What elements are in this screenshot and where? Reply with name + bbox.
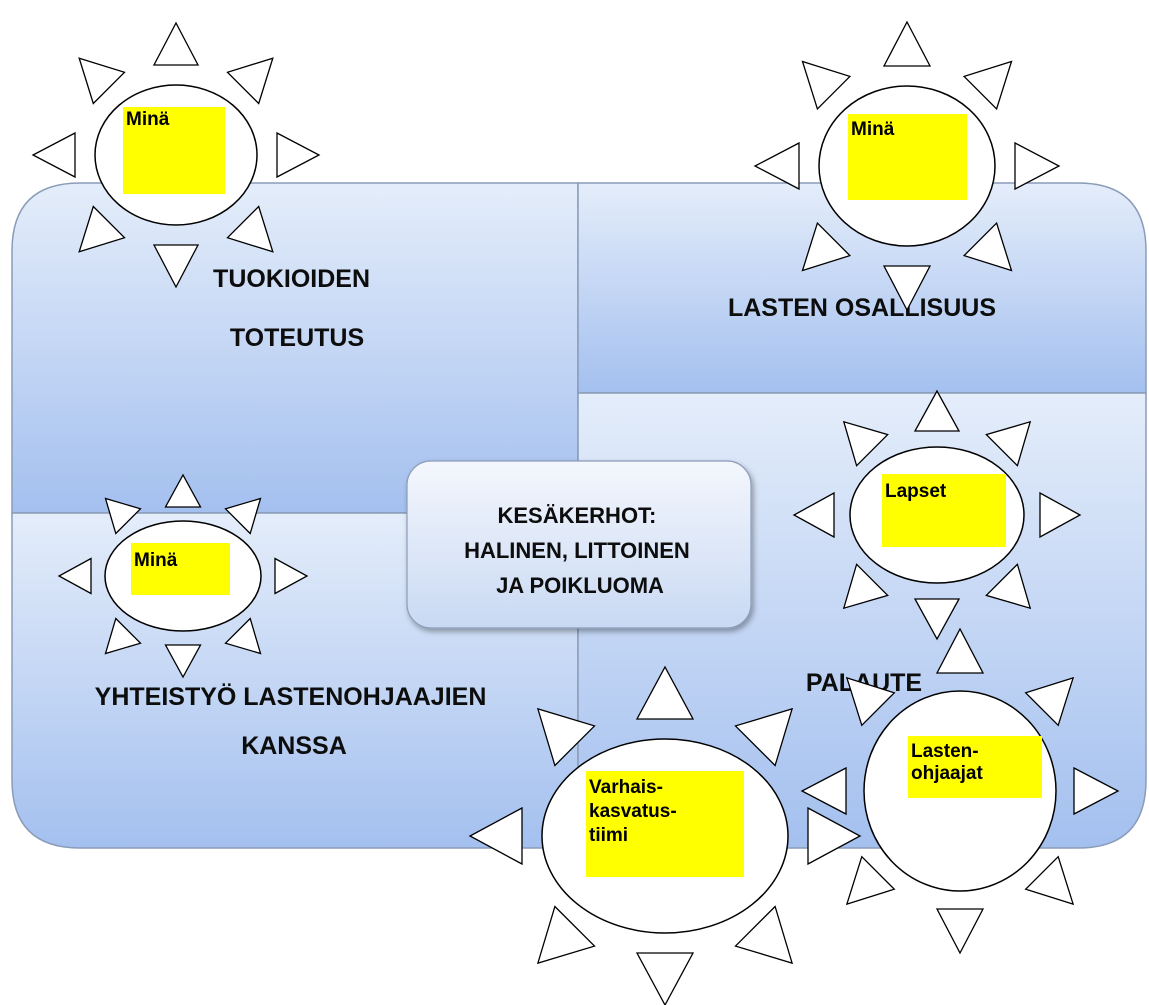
sun-ray — [800, 766, 847, 816]
sun-ray — [807, 806, 862, 866]
sun-label-highlight — [131, 543, 230, 595]
sun-lapset: Lapset — [792, 389, 1082, 641]
sun-ray — [734, 905, 794, 965]
sun-ray — [164, 644, 202, 679]
sun-ray — [152, 244, 200, 289]
sun-ray — [226, 57, 274, 105]
sun-ray — [935, 908, 985, 955]
center-box-label: KESÄKERHOT: HALINEN, LITTOINEN JA POIKLU… — [464, 503, 696, 598]
sun-ray — [1024, 676, 1075, 727]
sun-lastenohjaajat: Lasten-ohjaajat — [800, 627, 1120, 955]
sun-label: Lasten-ohjaajat — [911, 741, 983, 784]
sun-ray — [842, 420, 889, 467]
sun-ray — [753, 141, 800, 191]
sun-ray — [801, 221, 852, 272]
sun-ray — [1073, 766, 1120, 816]
sun-label: Minä — [126, 109, 170, 130]
sun-ray — [152, 21, 200, 66]
sun-ray — [104, 617, 142, 655]
sun-ray — [882, 265, 932, 312]
sun-label-highlight — [882, 474, 1006, 547]
sun-mina-bottom-left: Minä — [57, 473, 309, 679]
sun-label-highlight — [586, 771, 744, 877]
sun-rays — [792, 389, 1082, 641]
sun-ray — [224, 617, 262, 655]
sun-rays — [57, 473, 309, 679]
sun-ray — [78, 57, 126, 105]
sun-ray — [845, 855, 896, 906]
sun-ray — [164, 473, 202, 508]
sun-mina-top-left: Minä — [31, 21, 321, 289]
sun-label: Minä — [851, 119, 895, 140]
sun-mina-top-right: Minä — [753, 20, 1061, 312]
sun-ray — [224, 497, 262, 535]
sun-ray — [913, 389, 961, 432]
sun-ray — [734, 707, 794, 767]
sun-ray — [274, 557, 309, 595]
sun-label-highlight — [123, 107, 225, 194]
sun-ray — [882, 20, 932, 67]
sun-label: Minä — [134, 550, 178, 571]
sun-ray — [842, 563, 889, 610]
sun-label-highlight — [908, 736, 1042, 798]
sun-label: Lapset — [885, 481, 947, 502]
sun-ray — [913, 598, 961, 641]
sun-ray — [845, 676, 896, 727]
sun-ray — [801, 60, 852, 111]
sun-ray — [104, 497, 142, 535]
sun-ray — [468, 806, 523, 866]
sun-rays — [800, 627, 1120, 955]
quadrant-top-right-label: LASTEN OSALLISUUS — [728, 294, 996, 322]
sun-label: Varhais-kasvatus-tiimi — [589, 777, 677, 846]
sun-rays — [468, 665, 862, 1005]
sun-ray — [31, 131, 76, 179]
sun-ray — [276, 131, 321, 179]
sun-ray — [78, 205, 126, 253]
sun-ray — [935, 627, 985, 674]
center-box — [406, 460, 752, 629]
sun-ray — [226, 205, 274, 253]
sun-ray — [1014, 141, 1061, 191]
sun-ray — [962, 221, 1013, 272]
sun-label-highlight — [848, 114, 967, 200]
sun-ray — [985, 420, 1032, 467]
sun-ray — [57, 557, 92, 595]
sun-ray — [635, 952, 695, 1005]
sun-ray — [536, 707, 596, 767]
sun-varhaiskasvatustiimi: Varhais-kasvatus-tiimi — [468, 665, 862, 1005]
sun-ray — [792, 491, 835, 539]
sun-ray — [536, 905, 596, 965]
quadrant-bottom-left-label: YHTEISTYÖ LASTENOHJAAJIEN KANSSA — [95, 682, 494, 760]
sun-ray — [1024, 855, 1075, 906]
quadrant-top-left-label: TUOKIOIDEN TOTEUTUS — [213, 265, 377, 352]
sun-rays — [31, 21, 321, 289]
sun-ray — [635, 665, 695, 720]
quadrant-top-right — [577, 182, 1147, 394]
sun-ray — [1039, 491, 1082, 539]
sun-ray — [985, 563, 1032, 610]
sun-rays — [753, 20, 1061, 312]
sun-ray — [962, 60, 1013, 111]
